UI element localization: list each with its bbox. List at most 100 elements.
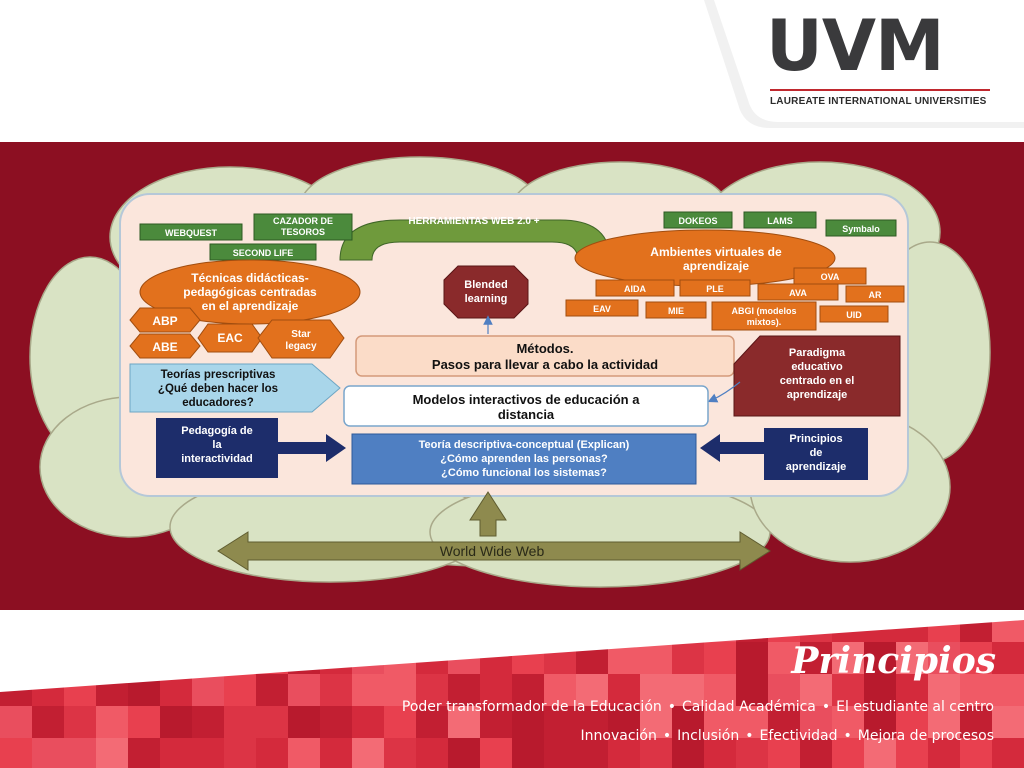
uid-label: UID [846, 310, 862, 320]
mosaic-tile [288, 706, 320, 738]
technique-hexagons [129, 307, 345, 359]
teorias-label-3: educadores? [182, 397, 254, 409]
mosaic-tile [544, 706, 576, 738]
mosaic-tile [864, 642, 896, 674]
ambientes-label-1: Ambientes virtuales de [650, 245, 782, 259]
mosaic-tile [640, 674, 672, 706]
paradigma-arrow [707, 381, 741, 403]
teoria-descriptiva-box [351, 433, 697, 485]
bullet: • [843, 728, 852, 744]
mosaic-tile [224, 674, 256, 706]
paradigma-label-3: centrado en el [780, 375, 855, 387]
mosaic-tile [192, 706, 224, 738]
mosaic-tile [704, 738, 736, 768]
mosaic-tile [832, 642, 864, 674]
metodos-box [355, 335, 735, 377]
abp-label: ABP [152, 314, 177, 328]
mosaic-tile [448, 738, 480, 768]
ova-label: OVA [821, 272, 840, 282]
star-label-2: legacy [285, 341, 317, 352]
mosaic-tile [704, 642, 736, 674]
mosaic-tile [64, 706, 96, 738]
modelos-label-1: Modelos interactivos de educación a [413, 392, 641, 407]
herramientas-label: HERRAMIENTAS WEB 2.0 + [408, 216, 539, 227]
mie-label: MIE [668, 306, 684, 316]
value-calidad: Calidad Académica [682, 699, 816, 715]
modelos-label-2: distancia [498, 407, 555, 422]
mosaic-tile [512, 674, 544, 706]
mosaic-tile [96, 738, 128, 768]
eav-label: EAV [593, 304, 611, 314]
paradigma-label-2: educativo [791, 361, 843, 373]
mosaic-tile [512, 738, 544, 768]
paradigma-label-1: Paradigma [789, 347, 846, 359]
mosaic-tile [256, 706, 288, 738]
ar-label: AR [869, 290, 882, 300]
teorias-label-2: ¿Qué deben hacer los [158, 383, 278, 395]
mosaic-tile [544, 738, 576, 768]
blended-label-2: learning [465, 293, 508, 305]
mosaic-tile [800, 706, 832, 738]
mosaic-tile [768, 706, 800, 738]
principios-arrow [700, 434, 764, 462]
mosaic-tile [192, 674, 224, 706]
value-poder: Poder transformador de la Educación [401, 699, 662, 715]
mosaic-tile [704, 706, 736, 738]
ple-label: PLE [706, 284, 724, 294]
mosaic-tile [0, 706, 32, 738]
mosaic-tile [416, 674, 448, 706]
mosaic-tile [896, 642, 928, 674]
mosaic-tile [768, 674, 800, 706]
mosaic-tile [960, 674, 992, 706]
metodos-label-1: Métodos. [516, 341, 573, 356]
mosaic-tile [224, 706, 256, 738]
mosaic-tile [800, 738, 832, 768]
mosaic-tile [0, 738, 32, 768]
mosaic-tile [384, 674, 416, 706]
webquest-label: WEBQUEST [165, 228, 218, 238]
teorias-label-1: Teorías prescriptivas [161, 369, 276, 381]
mosaic-tile [992, 706, 1024, 738]
mosaic-tile [896, 738, 928, 768]
mosaic-tile [832, 674, 864, 706]
mosaic-tile [384, 706, 416, 738]
mosaic-tile [448, 706, 480, 738]
mosaic-tile [352, 706, 384, 738]
mosaic-tile [256, 674, 288, 706]
dokeos-label: DOKEOS [678, 216, 717, 226]
mosaic-tile [416, 706, 448, 738]
mosaic-tile [288, 738, 320, 768]
mosaic-tile [992, 642, 1024, 674]
mosaic-tile [992, 674, 1024, 706]
mosaic-tile [928, 674, 960, 706]
bullet: • [745, 728, 754, 744]
mosaic-tile [160, 738, 192, 768]
mosaic-tile [128, 706, 160, 738]
tecnicas-label-2: pedagógicas centradas [183, 285, 317, 299]
mosaic-tile [672, 674, 704, 706]
abgi-label-2: mixtos). [747, 317, 782, 327]
mosaic-tile [864, 674, 896, 706]
bullet: • [821, 699, 831, 715]
modelos-box [343, 385, 709, 427]
pedagogia-label-1: Pedagogía de [181, 425, 253, 437]
footer-title: Principios [791, 640, 996, 682]
web-tool-boxes: WEBQUEST CAZADOR DE TESOROS SECOND LIFE … [139, 211, 897, 261]
mosaic-tile [864, 706, 896, 738]
cazador-label-2: TESOROS [281, 227, 325, 237]
www-up-arrow [469, 491, 507, 537]
mosaic-tile [768, 738, 800, 768]
mosaic-tile [288, 674, 320, 706]
symbaloo-label: Symbalo [842, 224, 880, 234]
www-label: World Wide Web [440, 543, 545, 559]
www-arrow [217, 531, 771, 571]
mosaic-tile [256, 738, 288, 768]
mosaic-tile [64, 738, 96, 768]
value-efectividad: Efectividad [759, 728, 838, 744]
mosaic-tile [736, 642, 768, 674]
mosaic-tile [672, 738, 704, 768]
teoria-desc-label-1: Teoría descriptiva-conceptual (Explican) [419, 439, 630, 451]
mosaic-tile [928, 642, 960, 674]
mosaic-tile [736, 738, 768, 768]
mosaic-tile [992, 738, 1024, 768]
